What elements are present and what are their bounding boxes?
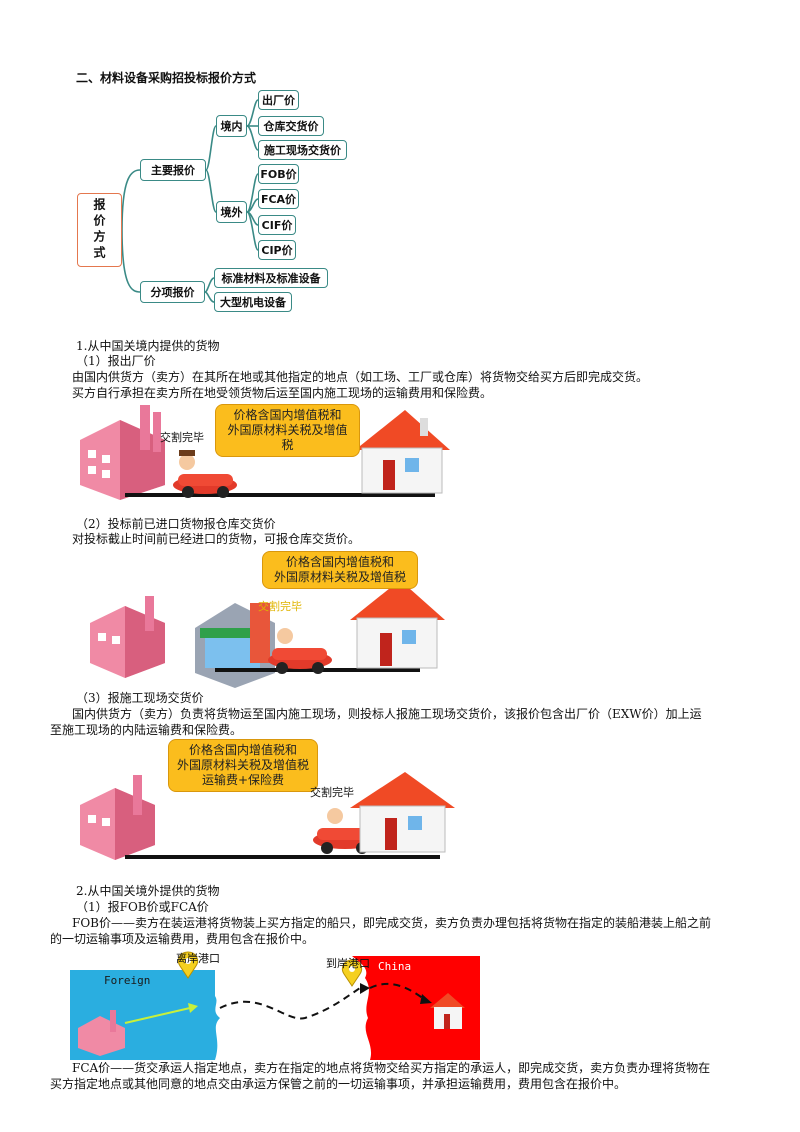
car-icon [173,450,237,498]
s1-p3-line2: 至施工现场的内陆运输费和保险费。 [50,723,243,737]
figure-site-delivery [80,772,455,860]
mindmap-cip: CIP价 [258,240,296,260]
factory-icon [80,405,165,500]
fob-line2: 的一切运输事项及运输费用，费用包含在报价中。 [50,932,315,946]
s1-p1-title: （1）报出厂价 [76,354,156,368]
s1-p3-line1: 国内供货方（卖方）负责将货物运至国内施工现场，则投标人报施工现场交货价，该报价包… [72,707,702,721]
s1-p2-line1: 对投标截止时间前已经进口的货物，可报仓库交货价。 [72,532,361,546]
mindmap-connectors [121,99,259,303]
mindmap-warehouse: 仓库交货价 [258,116,324,136]
map-foreign-label: Foreign [104,974,151,987]
s1-p2-title: （2）投标前已进口货物报仓库交货价 [76,517,276,531]
car-icon [268,628,332,674]
fig3-label: 交割完毕 [310,786,354,799]
fca-line1: FCA价——货交承运人指定地点，卖方在指定的地点将货物交给买方指定的承运人，即完… [72,1061,711,1075]
house-icon [350,772,455,853]
warehouse-icon [195,603,275,688]
mindmap-standard-materials: 标准材料及标准设备 [214,268,328,288]
mindmap-main-price: 主要报价 [140,159,206,181]
figure-ex-factory [80,405,450,500]
s1-p1-line1: 由国内供货方（卖方）在其所在地或其他指定的地点（如工场、工厂或仓库）将货物交给买… [72,370,649,384]
s2-title: 2.从中国关境外提供的货物 [76,884,220,898]
mindmap-foreign: 境外 [216,201,247,223]
mindmap-ex-factory: 出厂价 [258,90,299,110]
s2-p1-title: （1）报FOB价或FCA价 [76,900,209,914]
fig2-label: 交割完毕 [258,600,302,613]
fig1-label: 交割完毕 [160,431,204,444]
factory-icon [80,775,155,860]
map-depart-port: 离岸港口 [176,952,220,965]
china-region [352,956,480,1060]
fig2-bubble: 价格含国内增值税和 外国原材料关税及增值税 [262,551,418,589]
mindmap-fob: FOB价 [258,164,299,184]
house-icon [350,580,445,669]
s1-p3-title: （3）报施工现场交货价 [76,691,204,705]
figure-fob-map [70,951,480,1060]
pin-icon [341,959,363,987]
house-icon [355,410,450,494]
fig3-bubble: 价格含国内增值税和 外国原材料关税及增值税 运输费+保险费 [168,739,318,792]
mindmap-site-delivery: 施工现场交货价 [258,140,347,160]
mindmap-root: 报价方式 [77,193,122,267]
mindmap-itemized-price: 分项报价 [140,281,205,303]
mindmap-cif: CIF价 [258,215,296,235]
house-icon [430,993,465,1029]
map-china-label: China [378,960,412,973]
fig1-bubble: 价格含国内增值税和 外国原材料关税及增值税 [215,404,360,457]
factory-icon [90,596,165,678]
figure-warehouse [90,580,445,688]
mindmap-domestic: 境内 [216,115,247,137]
map-arrive-port: 到岸港口 [326,957,370,970]
fca-line2: 买方指定地点或其他同意的地点交由承运方保管之前的一切运输事项，并承担运输费用，费… [50,1077,627,1091]
fob-line1: FOB价——卖方在装运港将货物装上买方指定的船只，即完成交货，卖方负责办理包括将… [72,916,711,930]
section-title: 二、材料设备采购招投标报价方式 [76,71,257,85]
s1-title: 1.从中国关境内提供的货物 [76,339,220,353]
pin-icon [177,951,199,979]
mindmap-large-equipment: 大型机电设备 [214,292,292,312]
mindmap-fca: FCA价 [258,189,299,209]
factory-icon [78,1010,125,1056]
s1-p1-line2: 买方自行承担在卖方所在地受领货物后运至国内施工现场的运输费用和保险费。 [72,386,493,400]
